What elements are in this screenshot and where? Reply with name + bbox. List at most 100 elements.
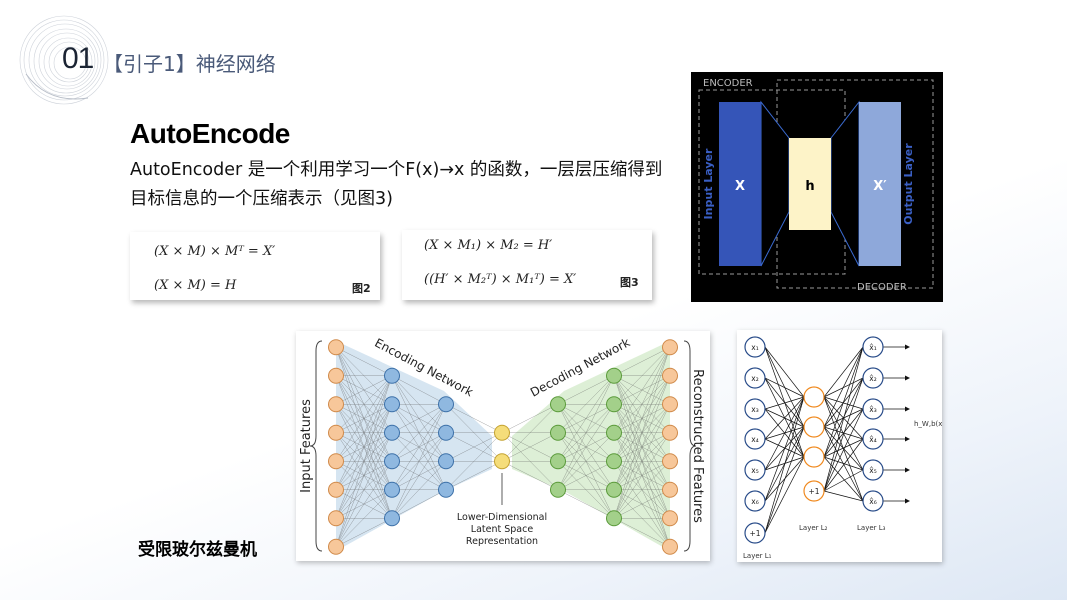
latent-label-line-2: Latent Space <box>471 524 534 535</box>
output-node <box>862 490 884 512</box>
encoder-decoder-diagram: ENCODER DECODER X h X′ Input Layer Outpu… <box>691 72 943 302</box>
section-title: 【引子1】神经网络 <box>103 52 276 76</box>
network-edge <box>613 347 671 519</box>
network-node <box>384 453 400 470</box>
network-node <box>328 510 344 527</box>
output-node <box>862 398 884 420</box>
network-node <box>328 481 344 498</box>
network-edge <box>613 518 671 547</box>
network-edge <box>391 404 447 490</box>
layer-1-label: Layer L₁ <box>743 552 772 560</box>
network-edge <box>613 461 671 519</box>
network-node <box>662 510 678 527</box>
network-node <box>438 396 454 413</box>
network-node <box>606 453 622 470</box>
network-node <box>606 424 622 441</box>
output-node <box>862 367 884 389</box>
layer-2-label: Layer L₂ <box>799 524 828 532</box>
input-node-label: +1 <box>749 529 760 538</box>
network-node <box>328 367 344 384</box>
arrow-head <box>905 375 910 381</box>
network-edge <box>445 461 503 490</box>
output-node-label: x̂₂ <box>869 374 876 383</box>
network-edge <box>557 432 615 490</box>
network-edge <box>445 404 503 433</box>
input-node <box>744 336 766 358</box>
network-edge <box>823 346 864 398</box>
output-node <box>862 336 884 358</box>
network-edge <box>613 347 671 433</box>
latent-label-line-3: Representation <box>466 536 538 547</box>
network-edge <box>823 377 864 492</box>
network-node <box>662 538 678 555</box>
formula-2-line-1: (X × M) × Mᵀ = X′ <box>154 244 276 259</box>
network-edge <box>557 375 615 433</box>
input-node-label: x₆ <box>751 497 758 506</box>
network-edge <box>823 426 864 471</box>
input-node-label: x₄ <box>751 435 758 444</box>
network-edge <box>613 347 671 376</box>
network-edge <box>335 404 393 547</box>
network-node <box>662 481 678 498</box>
network-edge <box>501 404 559 462</box>
network-edge <box>823 456 864 471</box>
network-edge <box>823 438 864 458</box>
network-edge <box>335 375 393 462</box>
network-edge <box>335 375 393 433</box>
input-node <box>744 459 766 481</box>
formula-figure-3: (X × M₁) × M₂ = H′ ((H′ × M₂ᵀ) × M₁ᵀ) = … <box>402 230 652 300</box>
network-edge <box>501 461 559 490</box>
section-number: 01 <box>62 42 94 75</box>
network-edge <box>445 432 503 462</box>
network-node <box>328 339 344 356</box>
arrow-head <box>905 344 910 350</box>
network-node <box>384 367 400 384</box>
output-node-label: x̂₃ <box>869 405 876 414</box>
input-node <box>744 522 766 544</box>
function-label: h_W,b(x) <box>914 420 942 428</box>
network-edge <box>764 396 805 410</box>
input-node <box>744 367 766 389</box>
network-edge <box>764 396 805 502</box>
network-node <box>606 396 622 413</box>
figure-3-tag: 图3 <box>620 276 639 289</box>
network-edge <box>557 489 615 519</box>
network-edge <box>391 489 447 519</box>
network-edge <box>335 489 393 547</box>
input-node <box>744 490 766 512</box>
input-node-label: x₅ <box>751 466 758 475</box>
network-node <box>662 367 678 384</box>
network-edge <box>764 396 805 440</box>
network-node <box>662 424 678 441</box>
network-node <box>606 510 622 527</box>
latent-label-line-1: Lower-Dimensional <box>457 512 547 523</box>
network-edge <box>335 375 393 405</box>
rbm-label: 受限玻尔兹曼机 <box>138 540 257 560</box>
network-edge <box>764 456 805 534</box>
network-edge <box>501 404 559 433</box>
input-node-label: x₁ <box>751 343 758 352</box>
network-edge <box>764 426 805 534</box>
figure-2-tag: 图2 <box>352 282 371 295</box>
formula-3-line-2: ((H′ × M₂ᵀ) × M₁ᵀ) = X′ <box>424 272 577 287</box>
output-node <box>862 428 884 450</box>
network-edge <box>391 404 447 433</box>
network-edge <box>823 490 864 502</box>
network-edge <box>391 432 447 519</box>
hidden-node-label: h <box>805 179 814 194</box>
network-edge <box>823 346 864 492</box>
network-edge <box>613 347 671 462</box>
output-layer-bar <box>859 102 901 266</box>
arrow-head <box>905 498 910 504</box>
hidden-bias-label: +1 <box>808 487 819 496</box>
network-node <box>550 396 566 413</box>
network-edge <box>823 346 864 458</box>
network-edge <box>823 438 864 492</box>
network-edge <box>823 469 864 492</box>
output-node-label: x̂₆ <box>869 497 876 506</box>
network-edge <box>557 375 615 490</box>
network-edge <box>501 432 559 462</box>
input-features-label: Input Features <box>299 399 314 493</box>
input-node <box>744 398 766 420</box>
